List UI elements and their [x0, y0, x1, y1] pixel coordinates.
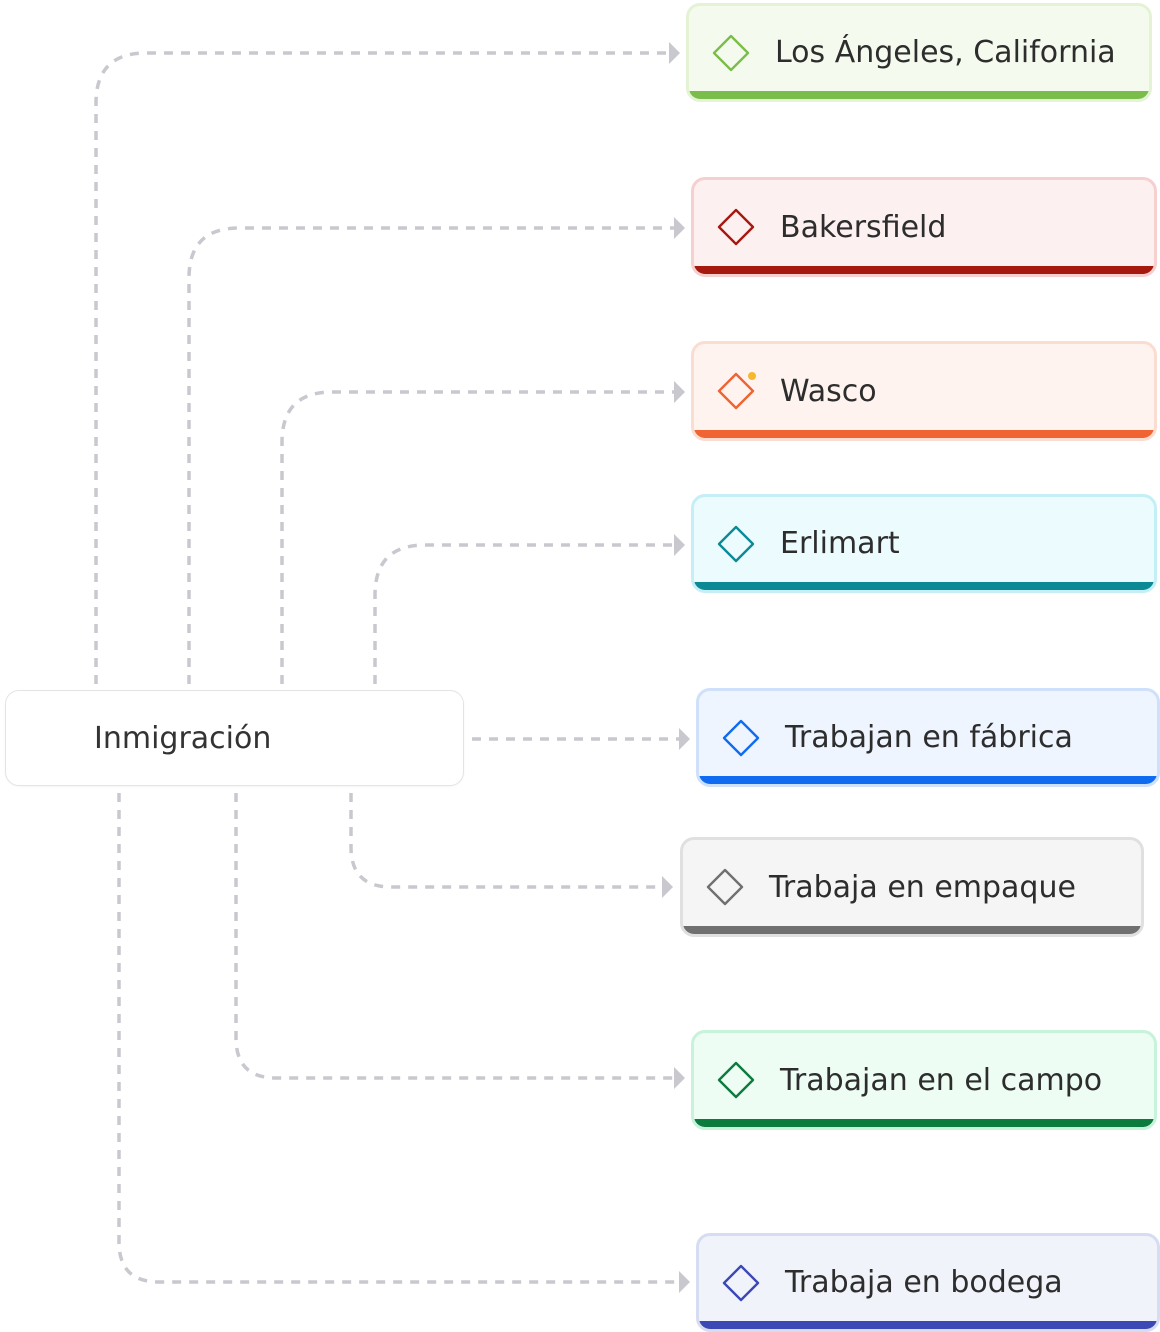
node-trabajan-fabrica[interactable]: Trabajan en fábrica: [696, 688, 1160, 787]
connector-arrow-up-3: [674, 534, 685, 556]
root-node[interactable]: Inmigración: [5, 690, 464, 786]
node-accent-bar: [683, 926, 1141, 934]
node-label: Bakersfield: [780, 209, 947, 245]
node-accent-bar: [694, 582, 1154, 590]
diamond-icon: [716, 524, 756, 564]
connector-down-1: [234, 793, 675, 1080]
node-label: Trabajan en fábrica: [785, 720, 1073, 755]
node-los-angeles[interactable]: Los Ángeles, California: [686, 3, 1152, 102]
node-accent-bar: [694, 1119, 1154, 1127]
node-label: Erlimart: [780, 526, 900, 561]
node-trabajan-campo[interactable]: Trabajan en el campo: [691, 1030, 1157, 1130]
connector-down-2: [117, 793, 680, 1284]
node-accent-bar: [694, 430, 1154, 438]
diamond-dot-icon: [716, 371, 756, 411]
node-accent-bar: [699, 1321, 1157, 1329]
diamond-icon: [716, 1060, 756, 1100]
diamond-icon: [711, 33, 751, 73]
node-trabaja-empaque[interactable]: Trabaja en empaque: [680, 837, 1144, 937]
root-node-label: Inmigración: [94, 720, 272, 756]
connector-up-2: [280, 390, 675, 684]
node-trabaja-bodega[interactable]: Trabaja en bodega: [696, 1233, 1160, 1332]
node-label: Wasco: [780, 373, 877, 409]
connector-up-3: [373, 543, 675, 684]
node-accent-bar: [699, 776, 1157, 784]
connector-up-0: [94, 51, 670, 684]
node-label: Trabaja en bodega: [785, 1265, 1063, 1300]
node-label: Los Ángeles, California: [775, 35, 1116, 70]
connector-down-0: [349, 793, 663, 889]
node-accent-bar: [694, 266, 1154, 274]
node-label: Trabaja en empaque: [769, 869, 1076, 905]
node-accent-bar: [689, 91, 1149, 99]
connector-arrow-up-2: [674, 381, 685, 403]
connector-arrow-down-1: [674, 1067, 685, 1089]
connector-arrow-up-0: [669, 42, 680, 64]
node-wasco[interactable]: Wasco: [691, 341, 1157, 441]
connector-arrow-down-0: [662, 876, 673, 898]
node-label: Trabajan en el campo: [780, 1062, 1103, 1098]
connector-arrow-up-1: [674, 217, 685, 239]
diamond-icon: [716, 207, 756, 247]
connector-arrow-mid: [679, 728, 690, 750]
node-erlimart[interactable]: Erlimart: [691, 494, 1157, 593]
connector-up-1: [187, 226, 675, 684]
connector-arrow-down-2: [679, 1271, 690, 1293]
diamond-icon: [721, 1263, 761, 1303]
diamond-icon: [721, 718, 761, 758]
diamond-icon: [705, 867, 745, 907]
node-bakersfield[interactable]: Bakersfield: [691, 177, 1157, 277]
